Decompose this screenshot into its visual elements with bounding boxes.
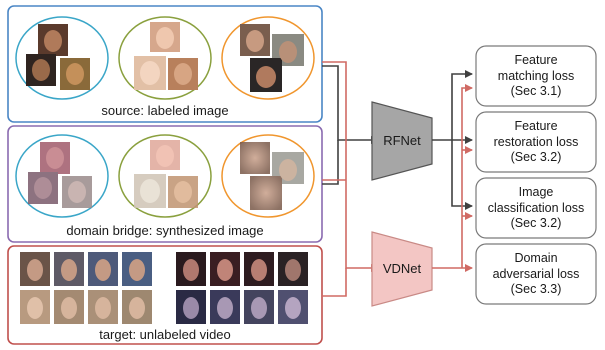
source-ellipse-3 (221, 16, 315, 100)
rfnet-label: RFNet (383, 133, 421, 148)
loss-box-classification (475, 177, 597, 239)
video-frame (183, 297, 199, 319)
bridge-faces-group-1 (28, 142, 92, 208)
video-frame (285, 259, 301, 281)
face-thumbnail (46, 147, 64, 169)
video-frame (183, 259, 199, 281)
target-video-frames-1 (20, 252, 152, 324)
bridge-caption: domain bridge: synthesized image (66, 223, 264, 238)
face-thumbnail (34, 177, 52, 199)
arrow-source-to-rfnet (322, 65, 379, 144)
face-thumbnail (32, 59, 50, 81)
loss-box-matching (475, 45, 597, 107)
vdnet-label: VDNet (382, 261, 422, 276)
video-frame (129, 297, 145, 319)
face-thumbnail (174, 63, 192, 85)
loss-line: Feature (514, 53, 558, 67)
face-thumbnail (140, 179, 160, 203)
loss-box-adversarial (475, 243, 597, 305)
loss-line: matching loss (497, 68, 575, 83)
video-frame (95, 259, 111, 281)
target-video-frames-2 (176, 252, 308, 324)
loss-line: (Sec 3.2) (510, 150, 562, 164)
bridge-faces-group-3 (240, 142, 304, 210)
loss-line: Domain (514, 251, 558, 265)
face-thumbnail (246, 30, 264, 52)
video-frame (95, 297, 111, 319)
video-frame (217, 297, 233, 319)
video-frame (251, 259, 267, 281)
video-frame (285, 297, 301, 319)
arrow-rfnet-to-classification (451, 140, 473, 210)
loss-line: Image (518, 185, 554, 199)
face-thumbnail (256, 66, 276, 88)
bridge-ellipse-1 (15, 134, 109, 218)
rfnet-block (371, 101, 433, 181)
loss-line: adversarial loss (492, 266, 580, 281)
rfnet-input-arrows (322, 65, 379, 185)
bridge-ellipse-3 (221, 134, 315, 218)
bridge-ellipse-2 (118, 134, 212, 218)
loss-line: Feature (514, 119, 558, 133)
face-thumbnail (174, 181, 192, 203)
loss-line: (Sec 3.2) (510, 216, 562, 230)
loss-label-classification: Image classification loss (Sec 3.2) (476, 185, 596, 232)
vdnet-output-arrows (432, 84, 473, 272)
face-thumbnail (279, 41, 297, 63)
bridge-faces-group-2 (134, 140, 198, 208)
video-frame (129, 259, 145, 281)
source-panel (7, 5, 323, 123)
face-thumbnail (140, 61, 160, 85)
face-thumbnail (240, 142, 270, 174)
arrow-vdnet-up (461, 84, 473, 268)
loss-line: (Sec 3.1) (510, 84, 562, 98)
face-thumbnail (156, 27, 174, 49)
face-thumbnail (279, 159, 297, 181)
vdnet-input-arrows (322, 61, 379, 297)
loss-line: (Sec 3.3) (510, 282, 562, 296)
loss-label-matching: Feature matching loss (Sec 3.1) (476, 53, 596, 100)
arrow-rfnet-to-matching (451, 70, 473, 140)
loss-label-restoration: Feature restoration loss (Sec 3.2) (476, 119, 596, 166)
loss-box-restoration (475, 111, 597, 173)
face-thumbnail (68, 181, 86, 203)
video-frame (27, 259, 43, 281)
arrow-bridge-to-rfnet (322, 140, 339, 185)
source-faces-group-3 (240, 24, 304, 92)
face-thumbnail (44, 30, 62, 52)
rfnet-output-arrows (432, 70, 473, 210)
source-caption: source: labeled image (101, 103, 229, 118)
face-thumbnail (156, 145, 174, 167)
video-frame (251, 297, 267, 319)
video-frame (61, 259, 77, 281)
vdnet-block (371, 231, 433, 307)
loss-label-adversarial: Domain adversarial loss (Sec 3.3) (476, 251, 596, 298)
face-thumbnail (66, 63, 84, 85)
video-frame (61, 297, 77, 319)
arrow-target-to-vdnet (322, 268, 347, 297)
loss-line: classification loss (487, 200, 585, 215)
source-faces-group-1 (26, 24, 90, 90)
loss-line: restoration loss (493, 134, 579, 149)
source-ellipse-1 (15, 16, 109, 100)
video-frame (217, 259, 233, 281)
arrow-source-to-vdnet (322, 61, 379, 272)
source-faces-group-2 (134, 22, 198, 90)
face-thumbnail (250, 176, 282, 210)
target-caption: target: unlabeled video (99, 327, 231, 342)
video-frame (27, 297, 43, 319)
target-panel (7, 245, 323, 345)
source-ellipse-2 (118, 16, 212, 100)
